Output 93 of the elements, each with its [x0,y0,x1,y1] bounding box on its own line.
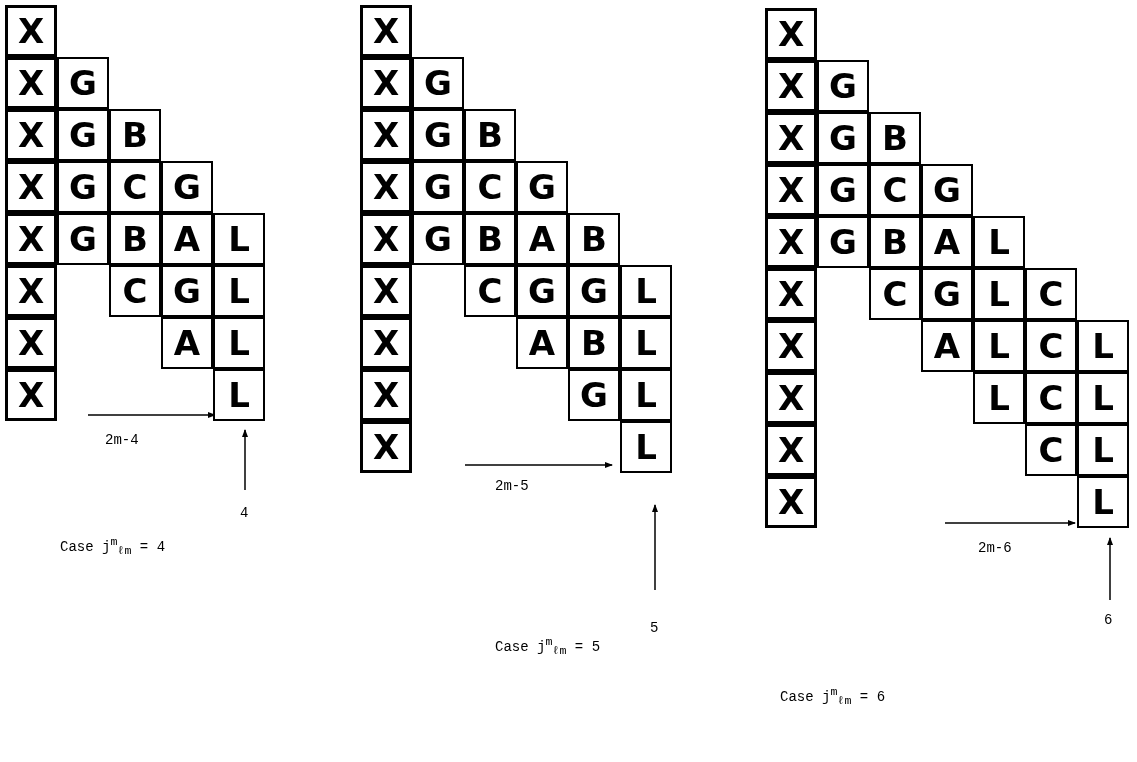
grid-cell: G [516,265,568,317]
dimension-label: 4 [240,505,249,522]
grid-cell: B [568,213,620,265]
grid-cell: G [412,213,464,265]
grid-cell: L [1077,372,1129,424]
grid-cell: L [213,213,265,265]
grid-cell: L [213,369,265,421]
grid-cell: X [5,5,57,57]
grid-cell: L [620,421,672,473]
grid-cell: X [765,268,817,320]
grid-cell: X [360,265,412,317]
grid-cell: C [869,164,921,216]
grid-cell: X [5,57,57,109]
grid-cell: B [109,109,161,161]
grid-cell: X [360,5,412,57]
grid-cell: L [1077,476,1129,528]
grid-cell: G [568,265,620,317]
grid-cell: X [360,369,412,421]
grid-cell: B [464,213,516,265]
grid-cell: L [973,268,1025,320]
grid-cell: G [817,216,869,268]
grid-cell: C [1025,320,1077,372]
grid-cell: C [1025,268,1077,320]
grid-cell: L [973,372,1025,424]
grid-cell: X [765,320,817,372]
grid-cell: C [464,161,516,213]
grid-cell: X [765,372,817,424]
grid-cell: C [1025,424,1077,476]
grid-cell: X [360,317,412,369]
grid-cell: B [464,109,516,161]
grid-cell: X [5,109,57,161]
grid-cell: L [1077,320,1129,372]
grid-cell: L [620,317,672,369]
grid-cell: X [5,369,57,421]
grid-cell: X [765,112,817,164]
grid-cell: G [161,265,213,317]
grid-cell: C [464,265,516,317]
grid-cell: X [765,424,817,476]
grid-cell: L [973,320,1025,372]
grid-cell: C [1025,372,1077,424]
grid-cell: A [921,216,973,268]
grid-cell: A [161,213,213,265]
grid-cell: X [5,265,57,317]
grid-cell: G [412,161,464,213]
dimension-label: 2m-6 [978,540,1012,557]
grid-cell: B [109,213,161,265]
grid-cell: G [57,161,109,213]
grid-cell: L [213,317,265,369]
grid-cell: C [109,161,161,213]
grid-cell: X [765,60,817,112]
grid-cell: L [1077,424,1129,476]
grid-cell: G [57,109,109,161]
grid-cell: L [973,216,1025,268]
grid-cell: X [360,421,412,473]
grid-cell: G [57,57,109,109]
grid-cell: X [5,213,57,265]
grid-cell: G [57,213,109,265]
grid-cell: G [161,161,213,213]
grid-cell: X [765,8,817,60]
grid-cell: G [568,369,620,421]
dimension-label: 6 [1104,612,1113,629]
dimension-label: 2m-4 [105,432,139,449]
grid-cell: B [869,112,921,164]
grid-cell: L [620,265,672,317]
grid-cell: X [360,57,412,109]
grid-cell: G [817,112,869,164]
grid-cell: G [412,57,464,109]
grid-cell: L [213,265,265,317]
dimension-label: 2m-5 [495,478,529,495]
grid-cell: X [765,476,817,528]
grid-cell: X [360,109,412,161]
grid-cell: C [869,268,921,320]
grid-cell: G [817,164,869,216]
grid-cell: G [921,268,973,320]
grid-cell: B [568,317,620,369]
grid-cell: G [817,60,869,112]
grid-cell: C [109,265,161,317]
grid-cell: X [360,161,412,213]
grid-cell: A [516,213,568,265]
grid-cell: B [869,216,921,268]
grid-cell: G [921,164,973,216]
grid-cell: G [516,161,568,213]
grid-cell: X [765,164,817,216]
grid-cell: G [412,109,464,161]
grid-cell: X [5,161,57,213]
grid-cell: A [516,317,568,369]
grid-cell: A [921,320,973,372]
dimension-label: 5 [650,620,659,637]
grid-cell: X [765,216,817,268]
grid-cell: X [5,317,57,369]
grid-cell: L [620,369,672,421]
grid-cell: A [161,317,213,369]
grid-cell: X [360,213,412,265]
